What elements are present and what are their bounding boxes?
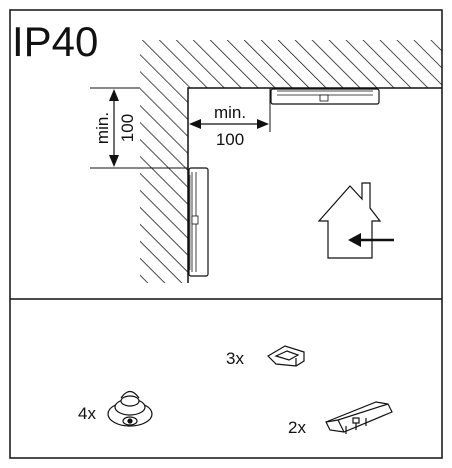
accessory-bracket-qty: 2x bbox=[288, 418, 306, 437]
horizontal-clearance-label: min. bbox=[214, 103, 246, 122]
ceiling-device bbox=[270, 88, 380, 105]
horizontal-clearance-dimension: min. 100 bbox=[189, 88, 271, 149]
vertical-clearance-label: min. bbox=[93, 112, 112, 144]
cable-bracket-icon bbox=[325, 401, 393, 434]
vertical-clearance-dimension: min. 100 bbox=[90, 87, 188, 169]
vertical-clearance-value: 100 bbox=[118, 114, 137, 142]
screw-anchor-icon bbox=[107, 390, 153, 427]
wall-ceiling-hatch bbox=[140, 40, 442, 283]
accessory-clip: 3x bbox=[226, 345, 305, 368]
ip-rating: IP40 bbox=[12, 18, 98, 65]
outer-frame bbox=[9, 9, 443, 459]
horizontal-clearance-value: 100 bbox=[216, 130, 244, 149]
accessory-clip-qty: 3x bbox=[226, 349, 244, 368]
wall-device bbox=[188, 167, 209, 277]
accessory-bracket: 2x bbox=[288, 401, 393, 437]
mounting-clip-icon bbox=[267, 345, 305, 367]
accessory-anchor-qty: 4x bbox=[78, 404, 96, 423]
house-with-arrow-icon bbox=[317, 182, 394, 259]
accessory-anchor: 4x bbox=[78, 390, 153, 427]
